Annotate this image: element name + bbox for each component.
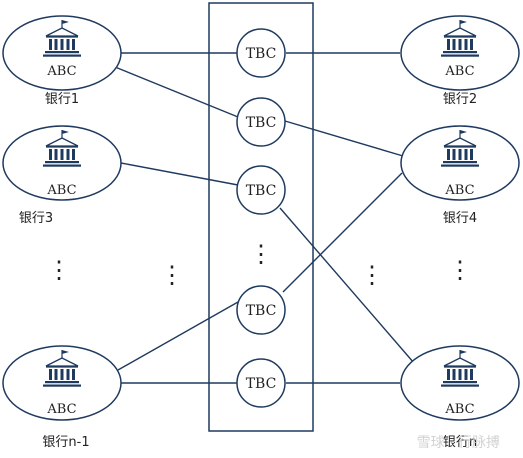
link-tbc2-bank4 [284, 120, 404, 157]
tbc-node-label: TBC [246, 376, 277, 392]
bank-label: 银行n-1 [42, 435, 89, 450]
connection-lines [114, 52, 415, 384]
bank-logo-text: ABC [46, 402, 76, 417]
tbc-node: TBC [236, 285, 286, 335]
bank-label: 银行2 [443, 92, 477, 107]
bank-node-right-n: ABC [400, 345, 520, 421]
bank-logo-text: ABC [46, 183, 76, 198]
bank-logo-text: ABC [444, 402, 474, 417]
link-tbc4-bank4 [282, 172, 403, 293]
ellipsis-right: ⋮ [448, 256, 472, 284]
ellipsis-left: ⋮ [47, 256, 71, 284]
bank-label: 银行3 [19, 211, 53, 226]
tbc-node-label: TBC [246, 46, 277, 62]
watermark: 雪球 · 行脉搏 [417, 434, 500, 451]
tbc-node-label: TBC [246, 115, 277, 131]
bank-node-right-2: ABC [400, 15, 520, 91]
tbc-node-label: TBC [246, 303, 277, 319]
bank-node-left-1: ABC [2, 15, 122, 91]
tbc-node: TBC [236, 165, 286, 215]
ellipsis-right-inner: ⋮ [360, 261, 384, 289]
bank-logo-text: ABC [444, 183, 474, 198]
ellipsis-center: ⋮ [249, 240, 273, 268]
bank-label: 银行4 [443, 211, 477, 226]
bank-node-left-3: ABC [2, 125, 122, 201]
link-bank3-tbc3 [120, 162, 239, 186]
tbc-node: TBC [236, 358, 286, 408]
tbc-column-box [208, 2, 314, 432]
link-bankn1-tbc4 [117, 301, 239, 371]
bank-logo-text: ABC [46, 64, 76, 79]
bank-node-right-4: ABC [400, 125, 520, 201]
tbc-node-label: TBC [246, 183, 277, 199]
bank-logo-text: ABC [444, 64, 474, 79]
ellipsis-left-inner: ⋮ [160, 261, 184, 289]
bank-label: 银行n [443, 435, 477, 450]
bank-label: 银行1 [45, 92, 79, 107]
tbc-node: TBC [236, 97, 286, 147]
bank-node-left-n1: ABC [2, 345, 122, 421]
link-bank1-tbc2 [114, 66, 239, 118]
link-tbc3-bankn [279, 207, 415, 364]
tbc-node: TBC [236, 28, 286, 78]
